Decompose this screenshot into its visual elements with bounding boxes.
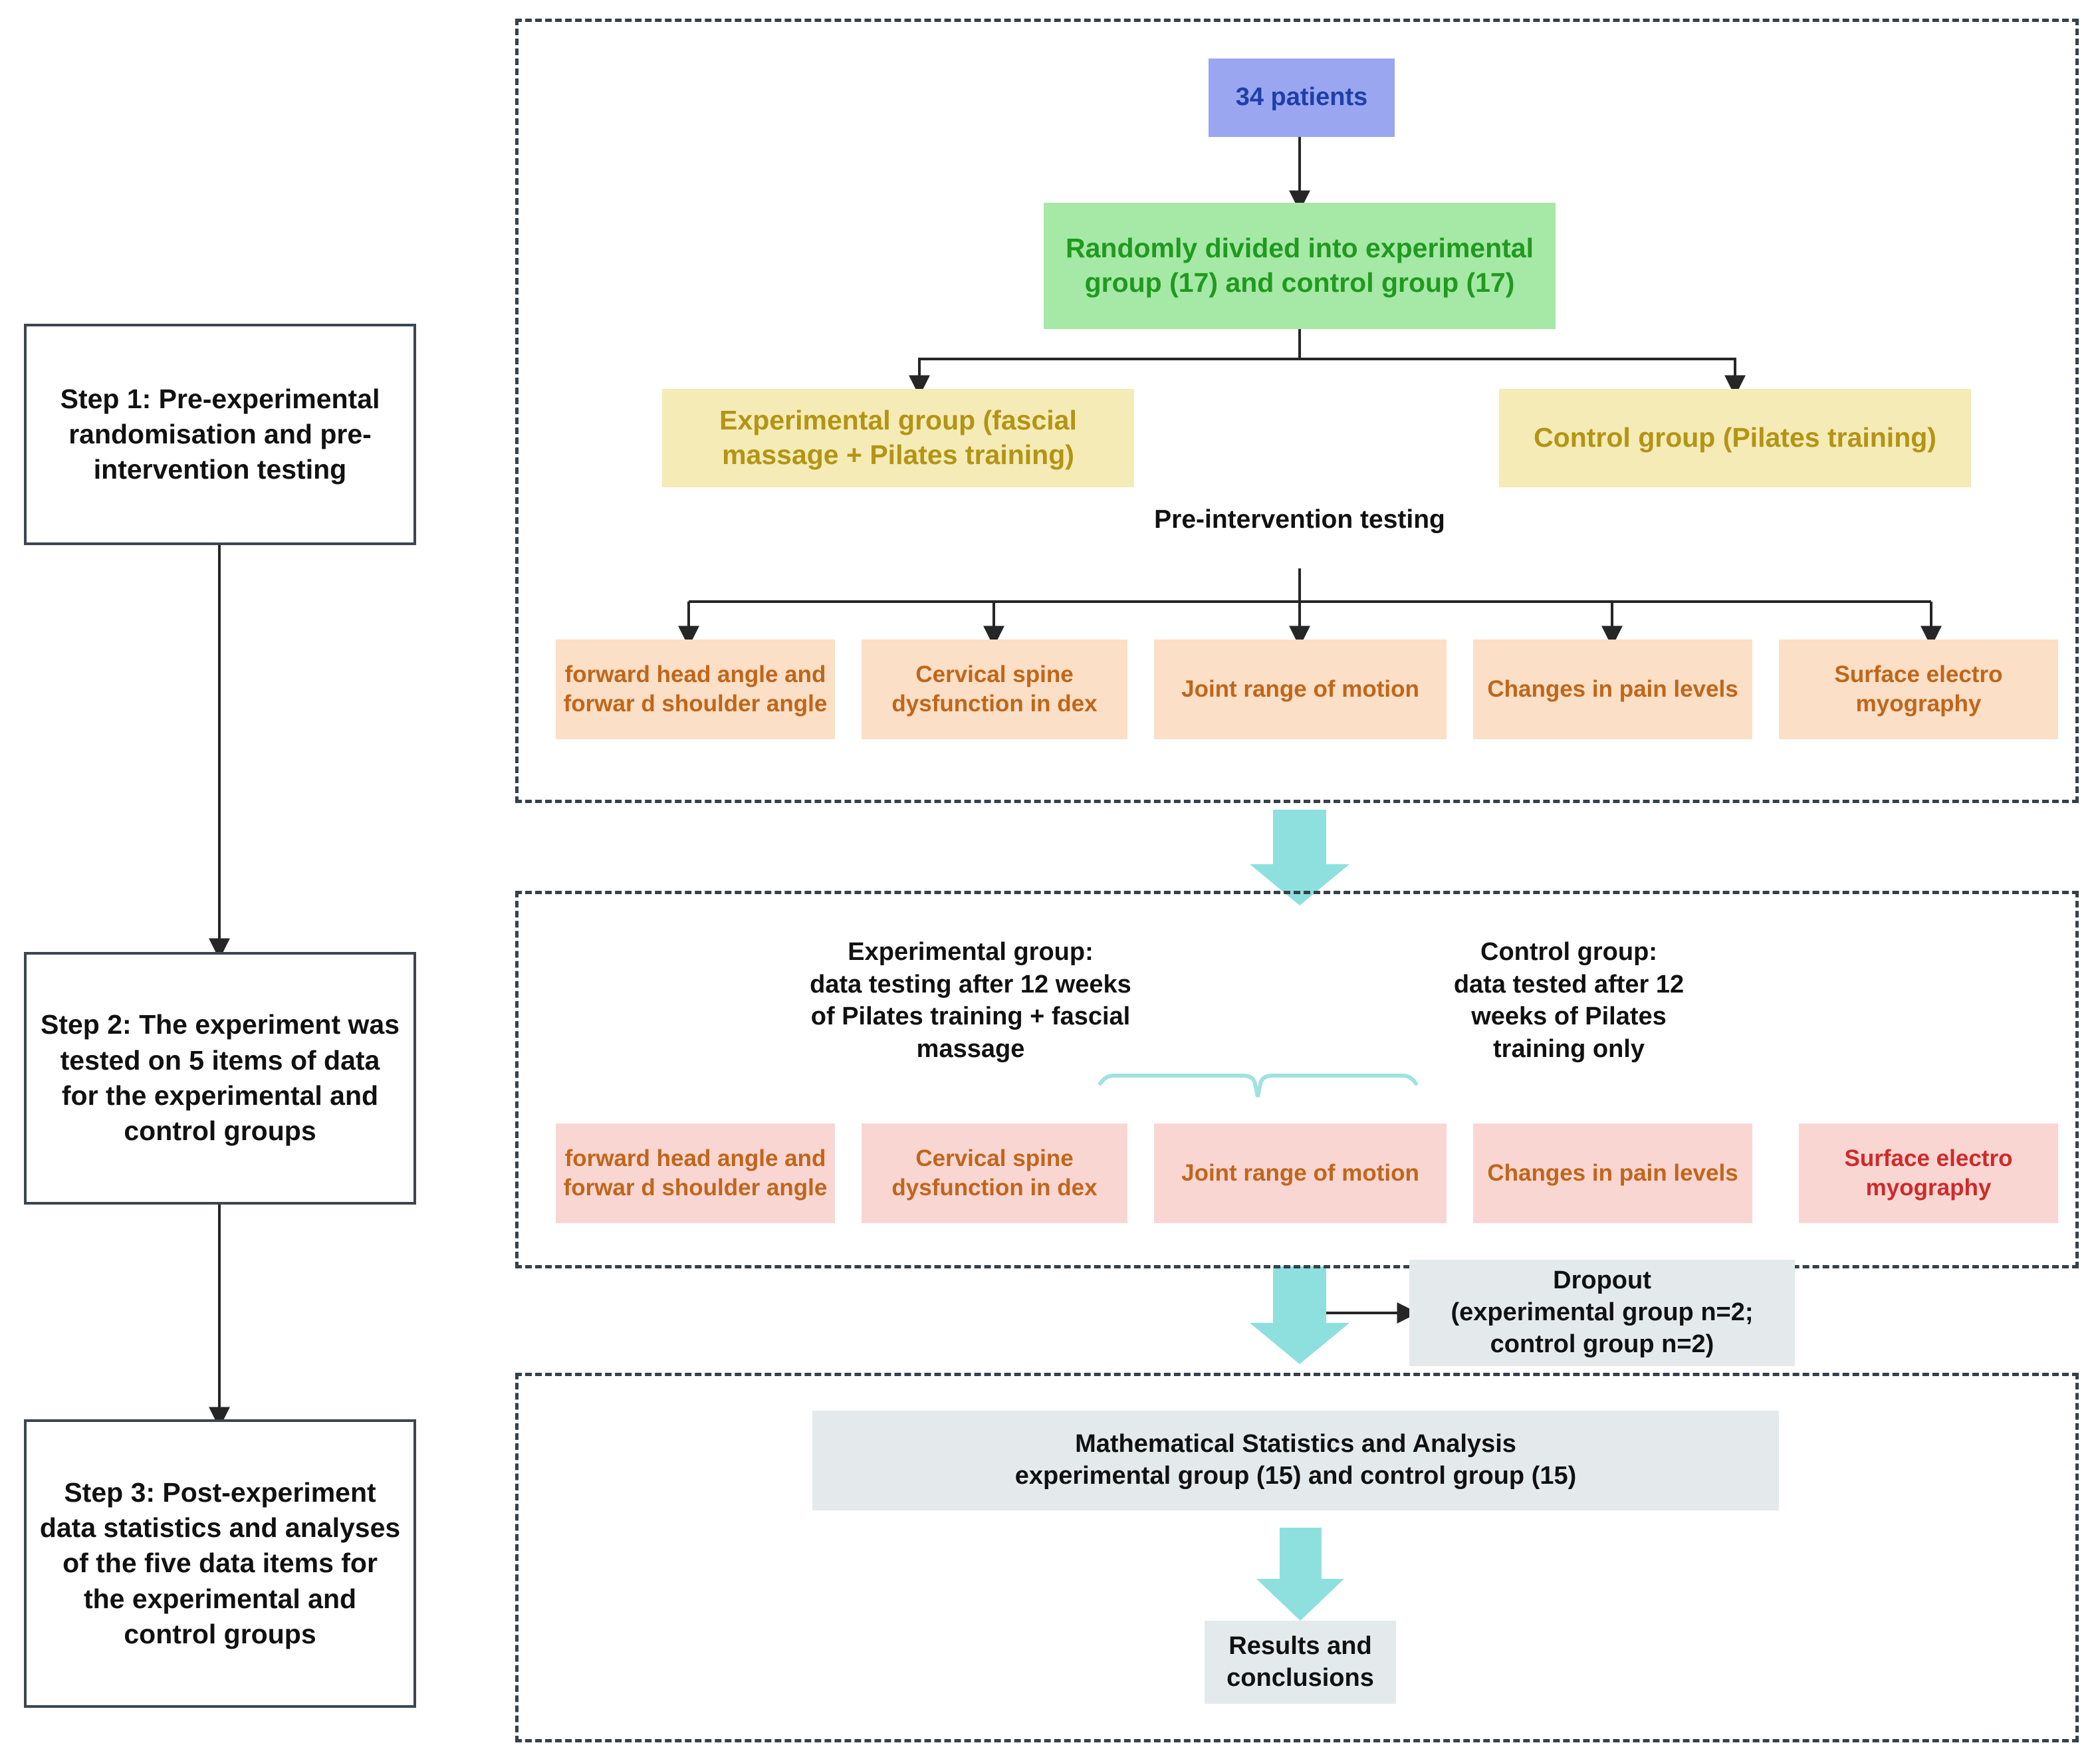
measure-box-3[interactable]: Joint range of motion xyxy=(1154,640,1447,739)
panel-pre-intervention xyxy=(515,19,2079,803)
node-statistics[interactable]: Mathematical Statistics and Analysis exp… xyxy=(812,1411,1779,1510)
post-measure-box-3[interactable]: Joint range of motion xyxy=(1154,1123,1447,1223)
panel-post-intervention xyxy=(515,891,2079,1268)
node-randomisation[interactable]: Randomly divided into experimental group… xyxy=(1044,203,1556,329)
post-measure-box-2[interactable]: Cervical spine dysfunction in dex xyxy=(862,1123,1127,1223)
node-dropout[interactable]: Dropout (experimental group n=2; control… xyxy=(1409,1260,1795,1366)
node-34-patients[interactable]: 34 patients xyxy=(1209,59,1395,137)
node-results[interactable]: Results and conclusions xyxy=(1205,1621,1396,1704)
step-box-1[interactable]: Step 1: Pre-experimental randomisation a… xyxy=(24,324,416,545)
step-box-3[interactable]: Step 3: Post-experiment data statistics … xyxy=(24,1419,416,1708)
label-pre-intervention-testing: Pre-intervention testing xyxy=(1154,505,1445,534)
post-measure-box-4[interactable]: Changes in pain levels xyxy=(1473,1123,1752,1223)
measure-box-2[interactable]: Cervical spine dysfunction in dex xyxy=(862,640,1127,739)
post-measure-box-5[interactable]: Surface electro myography xyxy=(1799,1123,2058,1223)
panel-analysis xyxy=(515,1373,2079,1742)
measure-box-5[interactable]: Surface electro myography xyxy=(1779,640,2058,739)
post-measure-box-1[interactable]: forward head angle and forwar d shoulder… xyxy=(556,1123,835,1223)
note-experimental-testing: Experimental group: data testing after 1… xyxy=(810,938,1131,1063)
measure-box-4[interactable]: Changes in pain levels xyxy=(1473,640,1752,739)
node-experimental-group[interactable]: Experimental group (fascial massage + Pi… xyxy=(662,389,1134,487)
node-control-group[interactable]: Control group (Pilates training) xyxy=(1499,389,1971,487)
note-control-testing: Control group: data tested after 12 week… xyxy=(1453,938,1685,1063)
step-box-2[interactable]: Step 2: The experiment was tested on 5 i… xyxy=(24,952,416,1205)
measure-box-1[interactable]: forward head angle and forwar d shoulder… xyxy=(556,640,835,739)
